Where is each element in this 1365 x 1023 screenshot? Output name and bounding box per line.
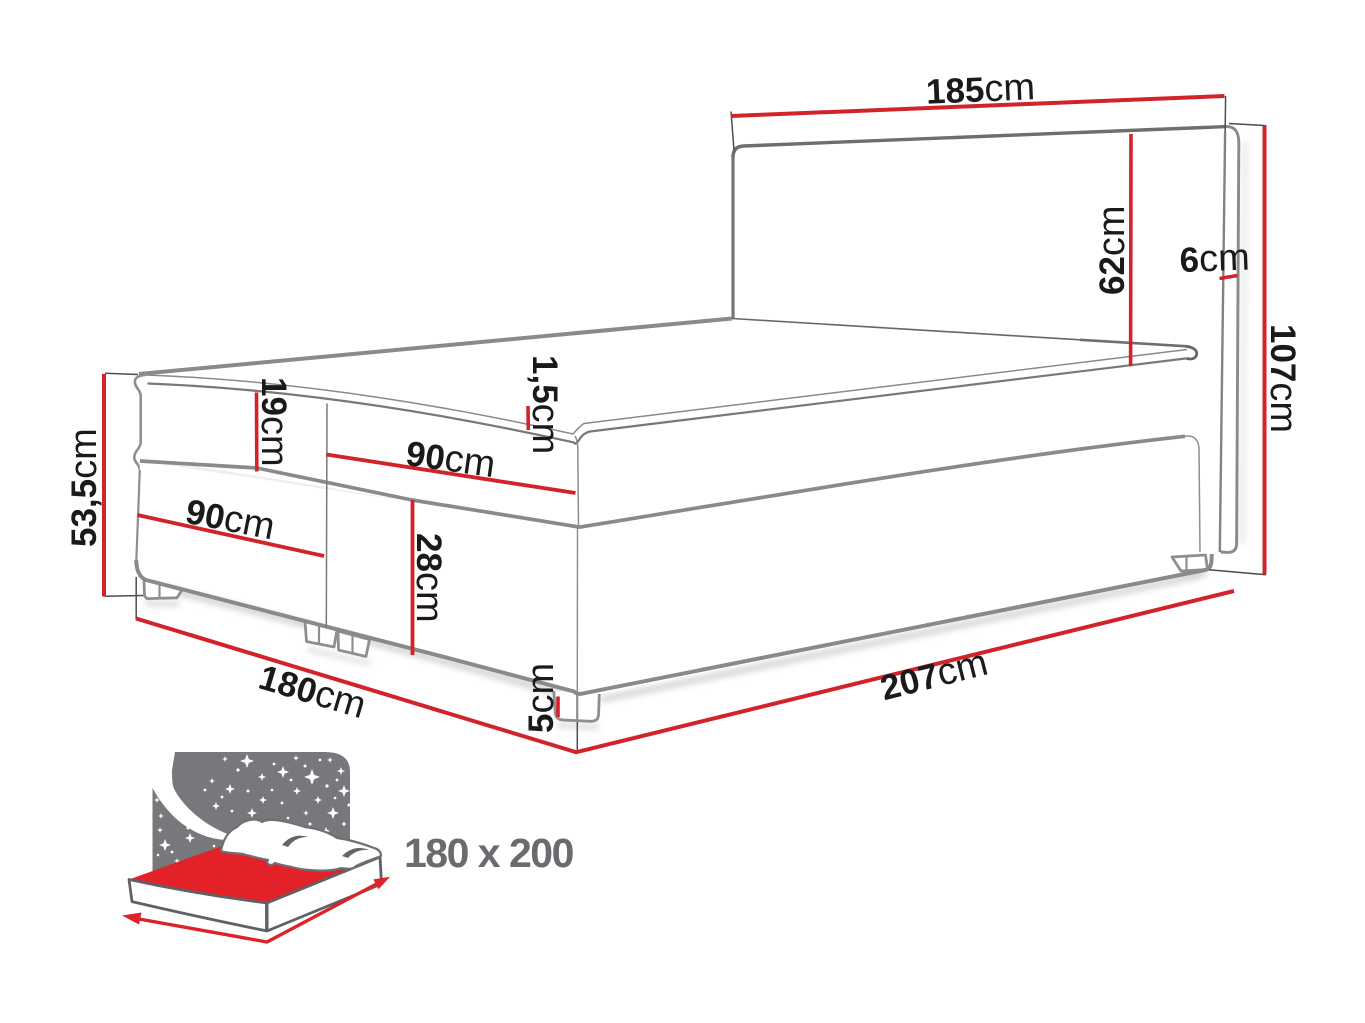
svg-text:90cm: 90cm	[403, 432, 498, 486]
svg-text:53,5cm: 53,5cm	[63, 428, 105, 547]
svg-text:107cm: 107cm	[1262, 324, 1304, 433]
svg-text:1,5cm: 1,5cm	[524, 355, 566, 454]
svg-text:28cm: 28cm	[408, 533, 450, 623]
svg-text:90cm: 90cm	[182, 490, 278, 548]
svg-text:62cm: 62cm	[1091, 205, 1133, 295]
svg-text:180 x 200: 180 x 200	[404, 830, 574, 876]
svg-text:19cm: 19cm	[253, 377, 295, 467]
svg-text:185cm: 185cm	[925, 66, 1036, 113]
svg-text:5cm: 5cm	[520, 663, 562, 733]
svg-text:6cm: 6cm	[1179, 237, 1251, 281]
